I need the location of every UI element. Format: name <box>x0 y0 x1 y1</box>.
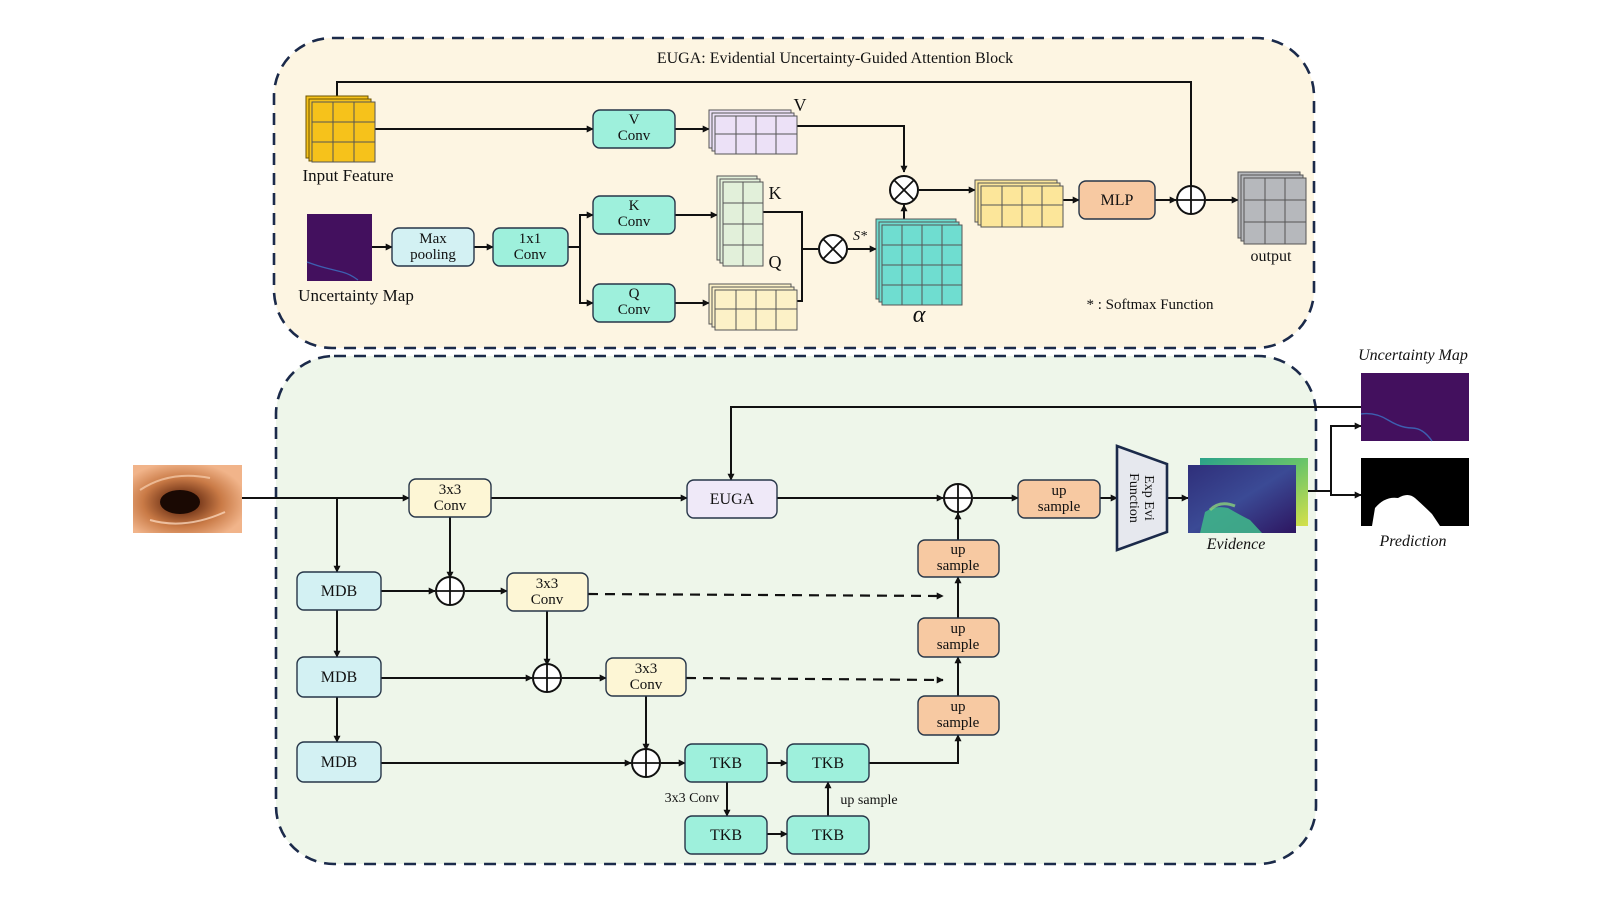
tkb-block-4: TKB <box>786 815 870 855</box>
add-op-decoder <box>943 483 973 513</box>
v-label: V <box>794 95 807 115</box>
v-conv-block: V Conv <box>592 109 676 149</box>
add-op-1 <box>435 576 465 606</box>
svg-text:sample: sample <box>937 558 980 574</box>
output-uncertainty-map-image <box>1360 373 1469 442</box>
v-tensor <box>708 109 798 155</box>
mdb-block-1: MDB <box>296 571 382 611</box>
up-sample-block-final: up sample <box>1017 479 1101 519</box>
up-sample-block-2: up sample <box>917 617 1000 658</box>
v-alpha-multiply-op <box>889 175 919 205</box>
conv3x3-block-3: 3x3 Conv <box>605 657 687 697</box>
svg-text:sample: sample <box>937 637 980 653</box>
svg-text:V: V <box>629 112 640 128</box>
euga-uncertainty-map-label: Uncertainty Map <box>298 286 414 305</box>
svg-text:3x3: 3x3 <box>536 576 559 592</box>
k-conv-block: K Conv <box>592 195 676 235</box>
svg-text:TKB: TKB <box>812 755 844 772</box>
svg-text:3x3: 3x3 <box>439 482 462 498</box>
evidence-label: Evidence <box>1206 536 1266 553</box>
svg-text:Conv: Conv <box>514 247 547 263</box>
tkb-block-1: TKB <box>684 743 768 783</box>
prediction-label: Prediction <box>1379 533 1447 550</box>
softmax-symbol: S* <box>853 229 867 244</box>
colonoscopy-input-image <box>133 465 242 533</box>
alpha-label: α <box>913 302 926 328</box>
input-feature-tensor <box>305 95 376 163</box>
tkb-block-3: TKB <box>684 815 768 855</box>
input-feature-label: Input Feature <box>302 166 393 185</box>
softmax-footnote: * : Softmax Function <box>1086 297 1214 313</box>
euga-residual-add-op <box>1176 185 1206 215</box>
euga-connections <box>336 81 1239 307</box>
output-uncertainty-map-label: Uncertainty Map <box>1358 347 1468 364</box>
network-panel <box>274 354 1318 866</box>
max-pooling-block: Max pooling <box>391 227 475 267</box>
tkb-conv-label: 3x3 Conv <box>665 791 720 806</box>
svg-text:Conv: Conv <box>618 302 651 318</box>
q-label: Q <box>769 252 782 272</box>
conv1x1-block: 1x1 Conv <box>492 227 569 267</box>
euga-uncertainty-map-image <box>306 214 372 281</box>
svg-text:sample: sample <box>937 715 980 731</box>
svg-text:MDB: MDB <box>321 583 357 600</box>
network-connections <box>242 406 1362 838</box>
tkb-up-label: up sample <box>840 793 897 808</box>
svg-text:up: up <box>951 542 966 558</box>
mdb-block-2: MDB <box>296 656 382 698</box>
tkb-block-2: TKB <box>786 743 870 783</box>
conv3x3-block-1: 3x3 Conv <box>408 478 492 518</box>
svg-text:Q: Q <box>629 286 640 302</box>
output-tensor <box>1237 171 1307 245</box>
svg-text:Function: Function <box>1126 473 1141 523</box>
mlp-block: MLP <box>1078 180 1156 220</box>
svg-text:up: up <box>951 699 966 715</box>
output-label: output <box>1251 248 1292 265</box>
svg-text:up: up <box>951 621 966 637</box>
mdb-block-3: MDB <box>296 741 382 783</box>
exp-evi-function-block: Exp Evi Function <box>1115 444 1169 552</box>
q-tensor <box>708 283 798 331</box>
euga-block: EUGA <box>686 479 778 519</box>
euga-block-panel <box>272 36 1316 350</box>
evidence-images <box>1188 458 1308 533</box>
svg-text:MDB: MDB <box>321 754 357 771</box>
svg-text:Conv: Conv <box>531 592 564 608</box>
svg-text:TKB: TKB <box>710 755 742 772</box>
svg-text:up: up <box>1052 483 1067 499</box>
q-conv-block: Q Conv <box>592 283 676 323</box>
svg-text:K: K <box>629 198 640 214</box>
svg-text:Max: Max <box>419 231 447 247</box>
svg-text:sample: sample <box>1038 499 1081 515</box>
up-sample-block-3: up sample <box>917 539 1000 578</box>
svg-text:EUGA: EUGA <box>710 491 755 508</box>
kq-multiply-op <box>818 234 848 264</box>
svg-text:pooling: pooling <box>410 247 456 263</box>
conv3x3-block-2: 3x3 Conv <box>506 572 589 612</box>
svg-text:Conv: Conv <box>630 677 663 693</box>
svg-text:1x1: 1x1 <box>519 231 542 247</box>
euga-block-title: EUGA: Evidential Uncertainty-Guided Atte… <box>657 50 1013 67</box>
svg-text:Exp Evi: Exp Evi <box>1141 475 1156 521</box>
svg-text:Conv: Conv <box>618 128 651 144</box>
svg-text:Conv: Conv <box>434 498 467 514</box>
svg-text:Conv: Conv <box>618 214 651 230</box>
svg-text:3x3: 3x3 <box>635 661 658 677</box>
add-op-3 <box>631 748 661 778</box>
svg-text:TKB: TKB <box>812 827 844 844</box>
svg-text:TKB: TKB <box>710 827 742 844</box>
k-label: K <box>769 183 782 203</box>
svg-text:MLP: MLP <box>1101 192 1134 209</box>
add-op-2 <box>532 663 562 693</box>
prediction-mask-image <box>1361 458 1469 526</box>
up-sample-block-1: up sample <box>917 695 1000 736</box>
svg-text:MDB: MDB <box>321 669 357 686</box>
attended-feature-tensor <box>974 179 1064 228</box>
k-tensor <box>716 175 764 267</box>
attention-alpha-tensor <box>875 218 963 306</box>
